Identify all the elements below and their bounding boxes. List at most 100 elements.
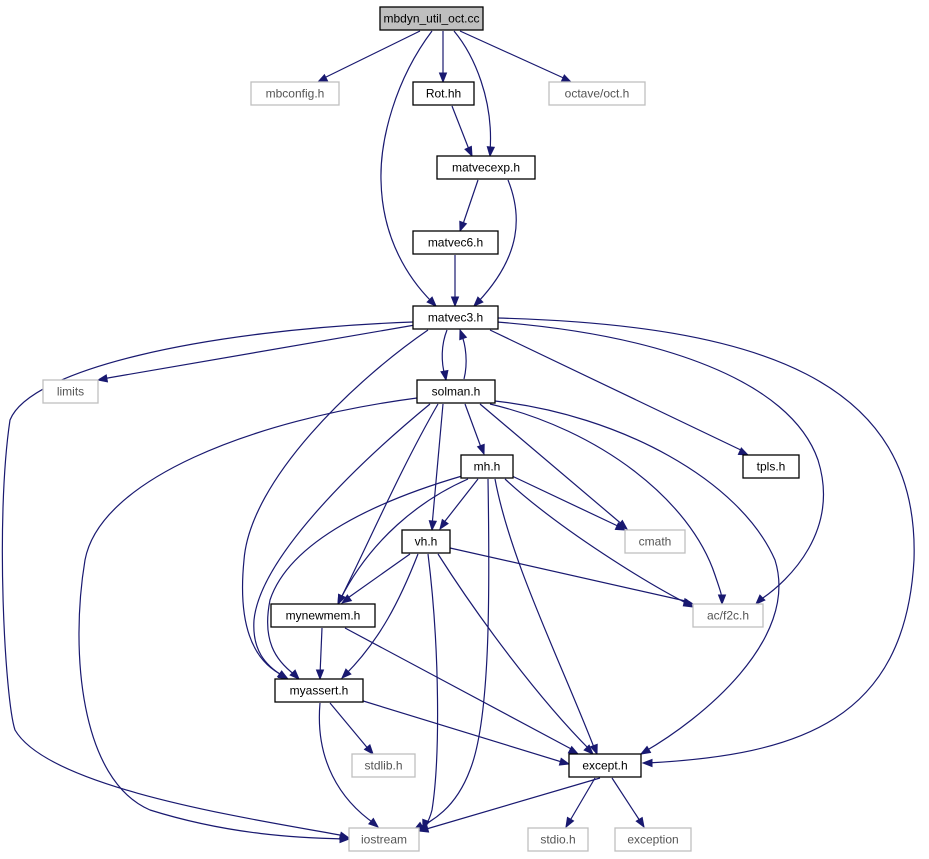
node-stdio: stdio.h xyxy=(527,827,589,852)
arrowhead xyxy=(337,593,346,606)
arrowhead xyxy=(558,757,571,766)
edge-line xyxy=(431,403,444,527)
edge-line xyxy=(417,478,490,829)
edge-solman-to-mh xyxy=(464,403,485,456)
arrowhead xyxy=(565,816,575,829)
node-myassert[interactable]: myassert.h xyxy=(274,678,364,703)
edge-line xyxy=(78,397,418,840)
edge-mh-to-vh xyxy=(439,478,479,531)
edge-line xyxy=(1,321,414,837)
arrowhead xyxy=(450,296,460,308)
edge-line xyxy=(441,329,448,377)
arrowhead xyxy=(755,594,766,605)
edge-mynewmem-to-myassert xyxy=(315,627,325,681)
edge-line xyxy=(567,777,596,825)
edge-line xyxy=(449,547,691,603)
edge-vh-to-myassert xyxy=(341,553,419,679)
edge-solman-to-iostream xyxy=(78,397,418,844)
arrowhead xyxy=(560,74,573,83)
edge-line xyxy=(496,317,915,764)
arrowhead xyxy=(96,374,109,383)
node-rot[interactable]: Rot.hh xyxy=(412,81,475,106)
edge-line xyxy=(611,777,643,825)
svg-text:mh.h: mh.h xyxy=(474,460,501,474)
edge-line xyxy=(489,329,746,453)
edge-line xyxy=(339,478,469,601)
edge-except-to-iostream xyxy=(417,777,601,833)
edge-line xyxy=(496,321,824,601)
edge-line xyxy=(464,403,483,451)
svg-text:Rot.hh: Rot.hh xyxy=(426,87,461,101)
node-except[interactable]: except.h xyxy=(568,753,642,778)
node-octave-oct: octave/oct.h xyxy=(548,81,646,106)
svg-text:matvecexp.h: matvecexp.h xyxy=(452,161,520,175)
edge-myassert-to-iostream xyxy=(318,702,380,828)
arrowhead xyxy=(440,369,449,382)
node-mynewmem[interactable]: mynewmem.h xyxy=(270,603,376,628)
node-exception: exception xyxy=(614,827,692,852)
arrowhead xyxy=(368,817,380,828)
node-mh[interactable]: mh.h xyxy=(460,454,514,479)
edge-mynewmem-to-except xyxy=(344,627,580,755)
node-vh[interactable]: vh.h xyxy=(401,529,451,554)
node-solman[interactable]: solman.h xyxy=(416,379,496,404)
node-tpls[interactable]: tpls.h xyxy=(742,454,800,479)
arrowhead xyxy=(641,758,653,768)
edge-mh-to-myassert xyxy=(267,475,463,680)
arrowhead xyxy=(276,670,289,680)
edge-vh-to-acf2c xyxy=(449,547,695,607)
edge-line xyxy=(344,553,411,601)
edge-line xyxy=(511,475,623,529)
edge-line xyxy=(494,478,596,751)
edge-line xyxy=(504,478,691,606)
edge-matvec3-to-limits xyxy=(96,324,416,383)
edge-line xyxy=(460,332,467,380)
edge-mh-to-cmath xyxy=(511,475,627,531)
arrowhead xyxy=(635,816,645,829)
node-ac-f2c: ac/f2c.h xyxy=(692,603,764,628)
arrowhead xyxy=(438,72,448,84)
edge-except-to-exception xyxy=(611,777,645,829)
edge-line xyxy=(241,329,429,677)
svg-text:matvec3.h: matvec3.h xyxy=(428,311,483,325)
edge-line xyxy=(344,553,419,676)
arrowhead xyxy=(459,328,468,341)
svg-text:ac/f2c.h: ac/f2c.h xyxy=(707,609,749,623)
edge-matvec3-to-tpls xyxy=(489,329,750,456)
node-mbconfig: mbconfig.h xyxy=(250,81,340,106)
edge-matvec6-to-matvec3 xyxy=(450,255,460,308)
svg-text:except.h: except.h xyxy=(582,759,627,773)
dependency-edges xyxy=(1,30,915,844)
edge-mh-to-mynewmem xyxy=(337,478,469,606)
node-matvec6[interactable]: matvec6.h xyxy=(412,230,499,255)
edge-solman-to-matvec3 xyxy=(459,328,468,380)
edge-matvec3-to-acf2c xyxy=(496,321,824,605)
node-iostream: iostream xyxy=(348,827,420,852)
node-root[interactable]: mbdyn_util_oct.cc xyxy=(379,6,484,31)
edge-line xyxy=(459,30,569,81)
arrowhead xyxy=(316,73,329,83)
edge-matvec3-to-except xyxy=(496,317,915,768)
edge-solman-to-except xyxy=(494,400,780,755)
svg-text:vh.h: vh.h xyxy=(415,535,438,549)
node-matvecexp[interactable]: matvecexp.h xyxy=(436,155,536,180)
arrowhead xyxy=(583,744,594,755)
edge-line xyxy=(461,179,479,228)
arrowhead xyxy=(289,669,300,680)
node-matvec3[interactable]: matvec3.h xyxy=(412,305,499,330)
edge-myassert-to-except xyxy=(359,699,571,766)
edge-line xyxy=(441,478,479,526)
node-limits: limits xyxy=(42,379,99,404)
arrowhead xyxy=(459,220,468,233)
svg-text:octave/oct.h: octave/oct.h xyxy=(565,87,630,101)
edge-line xyxy=(318,702,376,825)
edge-matvec3-to-solman xyxy=(440,329,449,382)
svg-text:tpls.h: tpls.h xyxy=(757,460,786,474)
edge-vh-to-iostream xyxy=(422,553,439,831)
arrowhead xyxy=(589,743,598,756)
arrowhead xyxy=(614,522,627,531)
arrowhead xyxy=(417,824,430,833)
arrowhead xyxy=(486,146,496,158)
edge-line xyxy=(380,30,433,303)
svg-text:stdlib.h: stdlib.h xyxy=(364,759,402,773)
